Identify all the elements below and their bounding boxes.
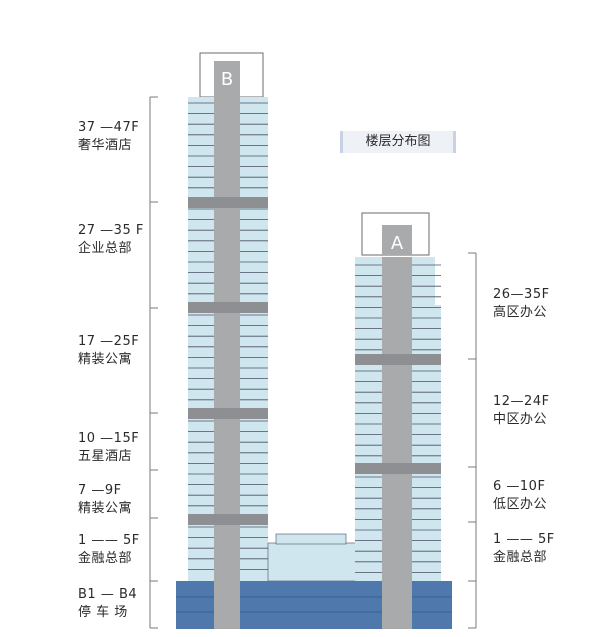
- zone-use: 金融总部: [78, 551, 133, 566]
- zone-floors: 10 —15F: [78, 431, 140, 446]
- zone-use: 高区办公: [493, 305, 548, 320]
- tower-a-label: A: [391, 233, 404, 254]
- zone-label-parking: B1 — B4 停 车 场: [78, 586, 137, 622]
- zone-label-apartments-lower: 7 —9F 精装公寓: [78, 482, 132, 518]
- right-brackets: [468, 252, 477, 629]
- zone-label-mid-office: 12—24F 中区办公: [493, 393, 550, 429]
- zone-use: 五星酒店: [78, 449, 133, 464]
- zone-label-high-office: 26—35F 高区办公: [493, 286, 550, 322]
- tower-a-refuge-floor: [355, 463, 441, 474]
- tower-a-crown: A: [361, 212, 430, 256]
- zone-use: 低区办公: [493, 497, 548, 512]
- zone-floors: 1 —— 5F: [493, 532, 555, 547]
- zone-label-financial-hq-left: 1 —— 5F 金融总部: [78, 532, 140, 568]
- tower-a-body: [355, 257, 441, 581]
- tower-b-crown: B: [199, 52, 264, 98]
- zone-use: 停 车 场: [78, 605, 128, 620]
- zone-use: 企业总部: [78, 241, 133, 256]
- zone-label-apartments-upper: 17 —25F 精装公寓: [78, 333, 139, 369]
- zone-label-low-office: 6 —10F 低区办公: [493, 478, 547, 514]
- basement-parking: [176, 581, 452, 629]
- podium: [267, 533, 357, 582]
- zone-floors: 17 —25F: [78, 334, 140, 349]
- zone-label-corporate-hq: 27 —35 F 企业总部: [78, 222, 144, 258]
- zone-floors: 27 —35 F: [78, 223, 144, 238]
- zone-floors: 6 —10F: [493, 479, 546, 494]
- tower-b-refuge-floor: [188, 302, 268, 313]
- tower-b-body: [188, 97, 268, 581]
- tower-a-refuge-floor: [355, 354, 441, 365]
- tower-b-refuge-floor: [188, 197, 268, 208]
- tower-b-refuge-floor: [188, 408, 268, 419]
- zone-use: 精装公寓: [78, 352, 133, 367]
- zone-floors: 7 —9F: [78, 483, 122, 498]
- zone-use: 中区办公: [493, 412, 548, 427]
- zone-label-financial-hq-right: 1 —— 5F 金融总部: [493, 531, 555, 567]
- tower-b-refuge-floor: [188, 514, 268, 525]
- zone-floors: B1 — B4: [78, 587, 138, 602]
- zone-floors: 37 —47F: [78, 120, 140, 135]
- zone-use: 精装公寓: [78, 501, 133, 516]
- tower-b-label: B: [221, 69, 233, 90]
- left-brackets: [149, 96, 158, 629]
- diagram-title: 楼层分布图: [340, 131, 456, 153]
- zone-use: 金融总部: [493, 550, 548, 565]
- zone-floors: 1 —— 5F: [78, 533, 140, 548]
- zone-use: 奢华酒店: [78, 138, 133, 153]
- zone-label-luxury-hotel: 37 —47F 奢华酒店: [78, 119, 139, 155]
- zone-label-five-star-hotel: 10 —15F 五星酒店: [78, 430, 139, 466]
- zone-floors: 26—35F: [493, 287, 550, 302]
- zone-floors: 12—24F: [493, 394, 550, 409]
